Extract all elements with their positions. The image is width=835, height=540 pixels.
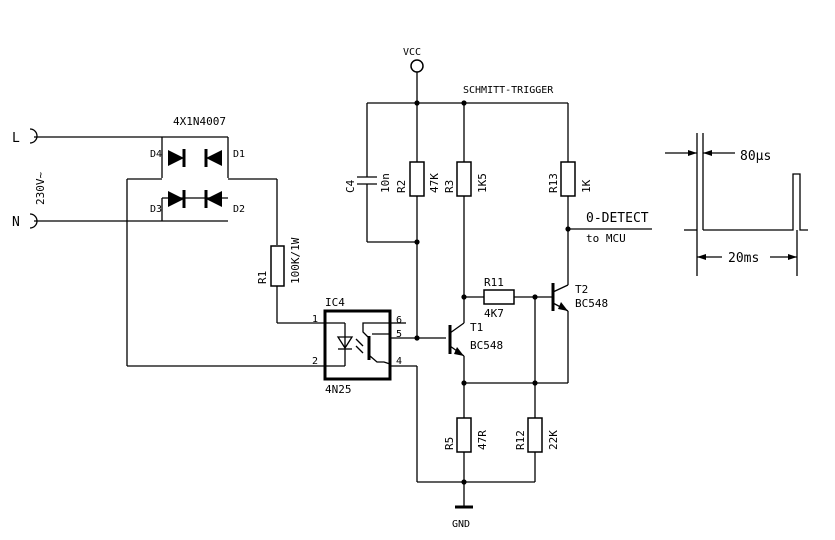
resistor-r3-value: 1K5 (476, 173, 489, 193)
optocoupler-ref: IC4 (325, 296, 345, 309)
mains-l-terminal (29, 128, 162, 144)
optocoupler-pin-6: 6 (396, 315, 402, 326)
pulse-width-dimension (665, 150, 735, 156)
optocoupler-pin-2: 2 (312, 356, 318, 367)
vcc-rail (367, 100, 568, 106)
resistor-r11-value: 4K7 (484, 307, 504, 320)
mains-n-label: N (12, 215, 20, 230)
diode-d3 (168, 190, 186, 208)
optocoupler-pin-5: 5 (396, 329, 402, 340)
diode-d1 (204, 149, 222, 167)
resistor-r5-ref: R5 (443, 437, 456, 450)
period-label: 20ms (728, 251, 759, 266)
diode-d2 (204, 190, 222, 208)
diode-d4 (168, 149, 186, 167)
bridge-rectifier (161, 136, 229, 221)
resistor-r11-ref: R11 (484, 276, 504, 289)
transistor-t2 (551, 283, 569, 312)
capacitor-c4-ref: C4 (344, 179, 357, 193)
vcc-label: VCC (403, 47, 421, 58)
ground-rail (417, 479, 535, 507)
optocoupler-pin-1: 1 (312, 314, 318, 325)
optocoupler-pin-4: 4 (396, 356, 402, 367)
output-signal-label: 0-DETECT (586, 211, 649, 226)
resistor-r12 (527, 297, 543, 482)
resistor-r1 (270, 245, 325, 324)
transistor-t1 (448, 322, 465, 383)
resistor-r12-value: 22K (547, 430, 560, 450)
resistor-r5 (456, 383, 472, 482)
diode-d1-label: D1 (233, 149, 245, 160)
capacitor-c4 (357, 103, 417, 243)
resistor-r13-value: 1K (580, 179, 593, 193)
capacitor-c4-value: 10n (379, 173, 392, 193)
output-dest-label: to MCU (586, 232, 626, 245)
resistor-r2 (409, 103, 425, 341)
period-dimension (697, 254, 797, 260)
resistor-r3-ref: R3 (443, 180, 456, 193)
resistor-r1-ref: R1 (256, 271, 269, 284)
resistor-r13 (560, 103, 652, 285)
timing-waveform (684, 133, 808, 276)
optocoupler-ic4 (323, 309, 392, 381)
transistor-t1-part: BC548 (470, 339, 503, 352)
mains-l-label: L (12, 131, 20, 146)
emitter-node (461, 380, 568, 386)
resistor-r5-value: 47R (476, 430, 489, 450)
schmitt-trigger-title: SCHMITT-TRIGGER (463, 85, 554, 96)
mains-n-terminal (29, 213, 228, 229)
transistor-t1-ref: T1 (470, 321, 483, 334)
gnd-label: GND (452, 519, 470, 530)
diode-d3-label: D3 (150, 204, 162, 215)
optocoupler-pin-wires (390, 322, 446, 482)
resistor-r3 (456, 103, 472, 323)
resistor-r2-value: 47K (428, 173, 441, 193)
mains-voltage-label: 230V~ (34, 172, 47, 205)
resistor-r1-value: 100K/1W (289, 237, 302, 284)
diode-d4-label: D4 (150, 149, 162, 160)
resistor-r11 (464, 289, 552, 305)
diode-d2-label: D2 (233, 204, 245, 215)
pulse-width-label: 80µs (740, 149, 771, 164)
vcc-terminal (410, 59, 424, 103)
resistor-r2-ref: R2 (395, 180, 408, 193)
bridge-label: 4X1N4007 (173, 115, 226, 128)
bridge-dc-wires (126, 178, 325, 367)
resistor-r13-ref: R13 (547, 173, 560, 193)
optocoupler-part: 4N25 (325, 383, 352, 396)
transistor-t2-part: BC548 (575, 297, 608, 310)
transistor-t2-ref: T2 (575, 283, 588, 296)
resistor-r12-ref: R12 (514, 430, 527, 450)
